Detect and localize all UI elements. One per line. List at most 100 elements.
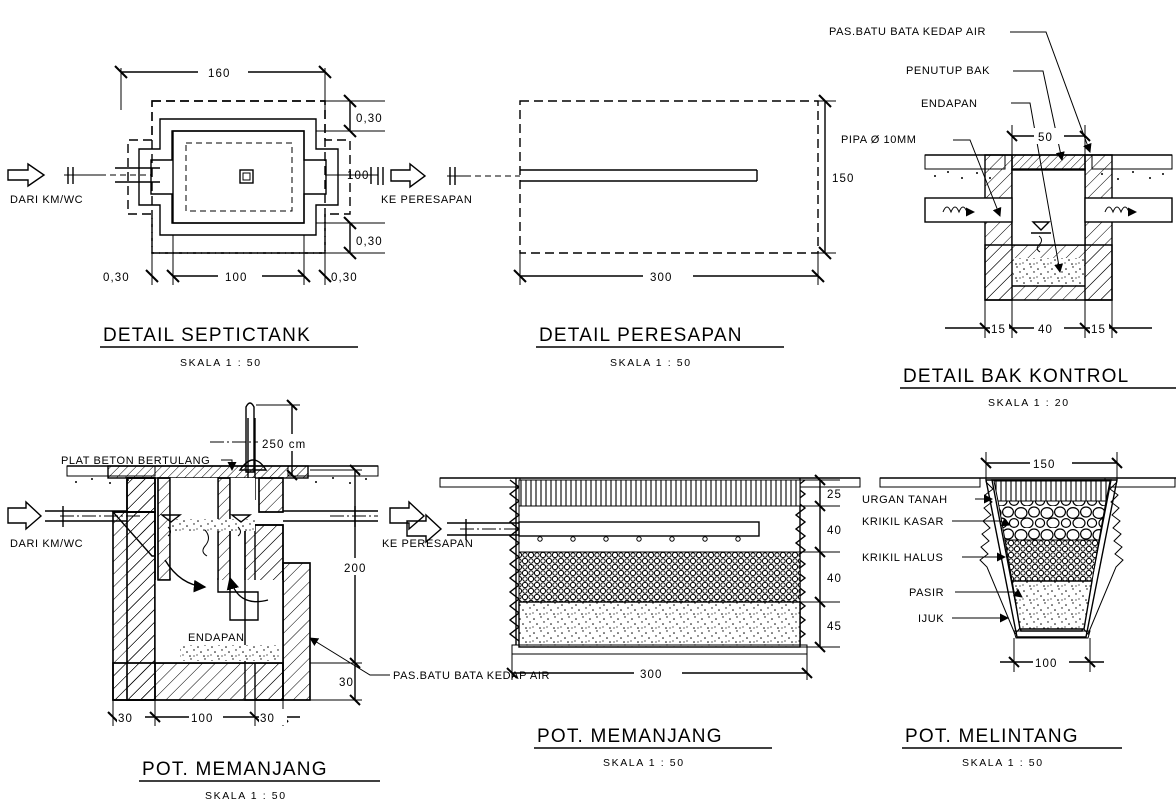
septic-sec-dim-30-tick2	[349, 694, 361, 706]
melintang-ground-left	[879, 477, 981, 488]
bakkontrol-cover-slab	[1011, 154, 1086, 171]
peresapan-sec-layer-krikil-halus	[518, 551, 801, 603]
septictank-tick-b4	[318, 269, 332, 283]
septic-sec-tick-bb2	[149, 711, 161, 723]
melintang-callout-2: KRIKIL KASAR	[862, 516, 944, 528]
bakkontrol-water-level-triangle	[1031, 221, 1051, 231]
septictank-tick-b2	[166, 269, 180, 283]
septic-sec-wl-right	[229, 514, 253, 523]
septic-sec-endapan-label: ENDAPAN	[188, 632, 245, 644]
septictank-chamber-dashed	[185, 142, 293, 212]
septic-sec-baffle-1b	[157, 477, 171, 581]
septic-sec-right-wall-topb	[258, 477, 284, 513]
septictank-manhole-inner	[242, 172, 251, 181]
peresapan-sec-tick-b1	[506, 667, 518, 679]
melintang-callout-3: KRIKIL HALUS	[862, 552, 943, 564]
peresapan-sec-layer-ijuk	[511, 644, 808, 655]
bakkontrol-tick-b3	[1079, 322, 1091, 334]
peresapan-sec-panel-scale: SKALA 1 : 50	[603, 757, 685, 769]
melintang-dim-top: 150	[1033, 459, 1056, 471]
septictank-dim-right-bottom: 0,30	[356, 236, 383, 248]
peresapan-sec-dim-bottom: 300	[640, 669, 663, 681]
melintang-layer-krikil-halus	[1005, 540, 1099, 581]
septictank-chamber-outline	[172, 130, 305, 224]
peresapan-plan-outline	[519, 100, 819, 254]
bakkontrol-pipe-left	[924, 197, 1013, 223]
peresapan-sec-dim-layer3: 40	[827, 573, 842, 585]
bakkontrol-tick-t1	[1006, 130, 1018, 142]
bakkontrol-leader-4	[953, 139, 1002, 217]
bakkontrol-pipe-flow-right	[1104, 206, 1137, 217]
septictank-dim-bm-bg	[218, 267, 262, 283]
bakkontrol-panel-scale: SKALA 1 : 20	[988, 397, 1070, 409]
septic-sec-wl-right-sq	[237, 526, 241, 537]
septic-sec-left-wall-top	[126, 477, 156, 513]
bakkontrol-dim-bottom-mid: 40	[1038, 324, 1053, 336]
septic-sec-leader-wall	[309, 637, 390, 676]
septic-sec-dim-base: 30	[339, 677, 354, 689]
peresapan-sec-flow-arrow	[406, 513, 443, 544]
septictank-wall-inner	[150, 130, 327, 224]
peresapan-sec-layer-pasir	[518, 601, 801, 648]
melintang-wall-right-texture	[1082, 481, 1124, 635]
vent-pipe	[245, 402, 255, 473]
septic-sec-dim-depth: 200	[344, 563, 367, 575]
peresapan-tick-r1	[818, 94, 832, 108]
septictank-tick-rb2	[343, 246, 357, 260]
septic-sec-wl-left-sq	[167, 526, 171, 537]
bakkontrol-tick-b1	[979, 322, 991, 334]
melintang-callout-5: IJUK	[918, 613, 944, 625]
septictank-manhole-symbol	[239, 169, 254, 184]
bakkontrol-leader-1	[1010, 31, 1092, 153]
melintang-layer-urugan	[994, 481, 1110, 501]
septic-sec-sediment	[180, 645, 280, 661]
septic-sec-panel-scale: SKALA 1 : 50	[205, 790, 287, 802]
melintang-tick-t2	[1111, 457, 1123, 469]
septic-sec-tick-bb1	[107, 711, 119, 723]
bakkontrol-callout-4: PIPA Ø 10MM	[841, 134, 916, 146]
septictank-dim-right-mid: 100	[347, 170, 370, 182]
peresapan-flow-arrow	[390, 162, 427, 189]
panel-detail-bak-kontrol: PAS.BATU BATA KEDAP AIR PENUTUP BAK ENDA…	[829, 26, 1176, 409]
bakkontrol-leader-3	[1011, 102, 1064, 273]
peresapan-sec-ground-right	[799, 477, 861, 488]
melintang-layer-pasir-outline	[1011, 580, 1093, 630]
bakkontrol-pipe-flow-left	[942, 206, 975, 217]
panel-detail-septictank: DARI KM/WC 100 160 0,30 0,30	[7, 63, 385, 369]
septic-sec-scum-layer	[172, 519, 255, 531]
septictank-outer-dashed-cross	[127, 100, 351, 254]
septictank-tick-b1	[145, 269, 159, 283]
peresapan-sec-pipe-perforations	[537, 536, 741, 542]
septic-sec-dim-30-tick1	[349, 657, 361, 669]
peresapan-sec-dim-layer4: 45	[827, 621, 842, 633]
septictank-dim-bottom-mid: 100	[225, 272, 248, 284]
melintang-layer-pasir	[1012, 581, 1092, 629]
septic-sec-leader-slab	[221, 459, 237, 471]
peresapan-sec-dim-layer2: 40	[827, 525, 842, 537]
septictank-flow-in-arrow	[7, 162, 46, 188]
septictank-wall-outer	[138, 118, 339, 236]
septic-sec-internal-flow-2	[226, 576, 269, 603]
bakkontrol-tick-t2	[1079, 130, 1091, 142]
peresapan-sec-panel-title: POT. MEMANJANG	[537, 726, 723, 747]
melintang-tick-b2	[1084, 656, 1096, 668]
septic-sec-dim-200-bg	[341, 558, 375, 575]
bakkontrol-callout-2: PENUTUP BAK	[906, 65, 990, 77]
bakkontrol-dim-top: 50	[1038, 132, 1053, 144]
septic-sec-flow-out-label: KE PERESAPAN	[382, 538, 473, 550]
septic-sec-panel-title: POT. MEMANJANG	[142, 759, 328, 780]
septictank-tick-b3	[297, 269, 311, 283]
panel-pot-memanjang-septictank: 250 cm	[7, 399, 549, 802]
peresapan-tick-r2	[818, 246, 832, 260]
septictank-dim-right-top: 0,30	[356, 113, 383, 125]
peresapan-sec-layer-urugan	[518, 479, 801, 507]
peresapan-sec-wall-left-zig	[508, 479, 521, 642]
septictank-tick-rb1	[343, 216, 357, 230]
septic-sec-tick-bb3	[249, 711, 261, 723]
peresapan-dim-b-bg	[643, 267, 693, 284]
melintang-callout-4: PASIR	[909, 587, 944, 599]
peresapan-flow-label: KE PERESAPAN	[381, 194, 472, 206]
septic-sec-dim-bottom-mid: 100	[191, 713, 214, 725]
